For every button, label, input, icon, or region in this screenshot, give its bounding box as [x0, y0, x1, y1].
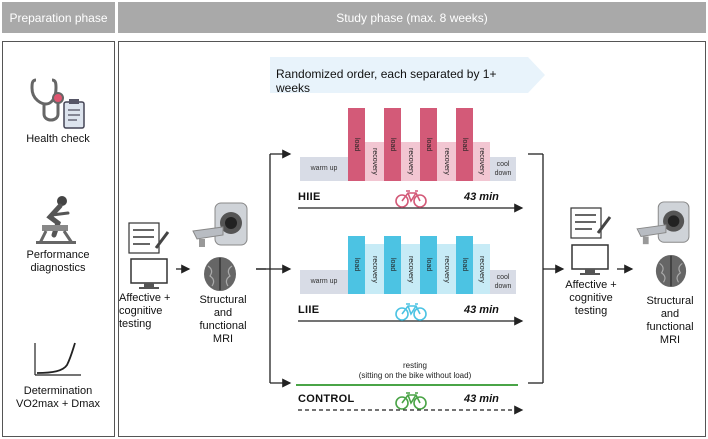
- brain-icon: [204, 257, 236, 291]
- post-computer-monitor-icon: [571, 244, 609, 275]
- liie-duration: 43 min: [464, 304, 499, 316]
- liie-warmup-label: warm up: [310, 278, 338, 285]
- hiie-warmup-label: warm up: [310, 165, 338, 172]
- hiie-session-name: HIIE: [298, 191, 321, 203]
- cyclist-icon: [36, 196, 76, 244]
- study-phase-header: Study phase (max. 8 weeks): [118, 2, 706, 33]
- questionnaire-icon: [128, 222, 170, 254]
- control-note: resting (sitting on the bike without loa…: [358, 361, 472, 380]
- post-mri-scanner-icon: [636, 201, 690, 245]
- randomized-banner-shape: [270, 57, 545, 93]
- post-questionnaire-icon: [570, 207, 612, 239]
- liie-load-4: load: [456, 236, 473, 294]
- hiie-load-2: load: [384, 108, 401, 181]
- randomized-banner-text: Randomized order, each separated by 1+ w…: [276, 67, 497, 95]
- liie-load-3: load: [420, 236, 437, 294]
- hiie-warmup-block: [300, 157, 348, 181]
- liie-recovery-1: recovery: [365, 244, 384, 294]
- liie-recovery-2: recovery: [401, 244, 420, 294]
- hiie-recovery-2: recovery: [401, 142, 420, 181]
- pre-mri-label: Structural and functional MRI: [199, 294, 247, 345]
- hiie-recovery-4: recovery: [473, 142, 490, 181]
- hiie-cooldown-label: cool down: [494, 161, 512, 177]
- determination-label: Determination VO2max + Dmax: [15, 385, 101, 410]
- control-session-name: CONTROL: [298, 393, 355, 405]
- control-bicycle-icon: [395, 392, 427, 410]
- control-duration: 43 min: [464, 393, 499, 405]
- liie-load-1: load: [348, 236, 365, 294]
- liie-warmup-block: [300, 270, 348, 294]
- hiie-load-1: load: [348, 108, 365, 181]
- hiie-recovery-1: recovery: [365, 142, 384, 181]
- preparation-phase-title: Preparation phase: [9, 10, 108, 25]
- liie-cooldown-label: cool down: [494, 274, 512, 290]
- liie-recovery-4: recovery: [473, 244, 490, 294]
- hiie-duration: 43 min: [464, 191, 499, 203]
- post-mri-label: Structural and functional MRI: [646, 295, 694, 346]
- liie-session-name: LIIE: [298, 304, 320, 316]
- hiie-cooldown-block: [490, 157, 516, 181]
- liie-recovery-3: recovery: [437, 244, 456, 294]
- preparation-phase-header: Preparation phase: [2, 2, 115, 33]
- curve-graph-icon: [34, 342, 81, 376]
- pre-affective-testing-label: Affective + cognitive testing: [119, 292, 171, 330]
- performance-diagnostics-label: Performance diagnostics: [26, 249, 90, 274]
- post-brain-icon: [655, 254, 687, 288]
- hiie-load-4: load: [456, 108, 473, 181]
- mri-scanner-icon: [192, 202, 248, 247]
- health-check-label: Health check: [26, 133, 90, 145]
- post-affective-testing-label: Affective + cognitive testing: [565, 279, 617, 317]
- study-phase-title: Study phase (max. 8 weeks): [336, 10, 488, 25]
- liie-bicycle-icon: [395, 303, 427, 321]
- stethoscope-clipboard-icon: [30, 78, 85, 129]
- computer-monitor-icon: [130, 258, 168, 289]
- hiie-bicycle-icon: [395, 190, 427, 208]
- hiie-recovery-3: recovery: [437, 142, 456, 181]
- liie-load-2: load: [384, 236, 401, 294]
- hiie-load-3: load: [420, 108, 437, 181]
- liie-cooldown-block: [490, 270, 516, 294]
